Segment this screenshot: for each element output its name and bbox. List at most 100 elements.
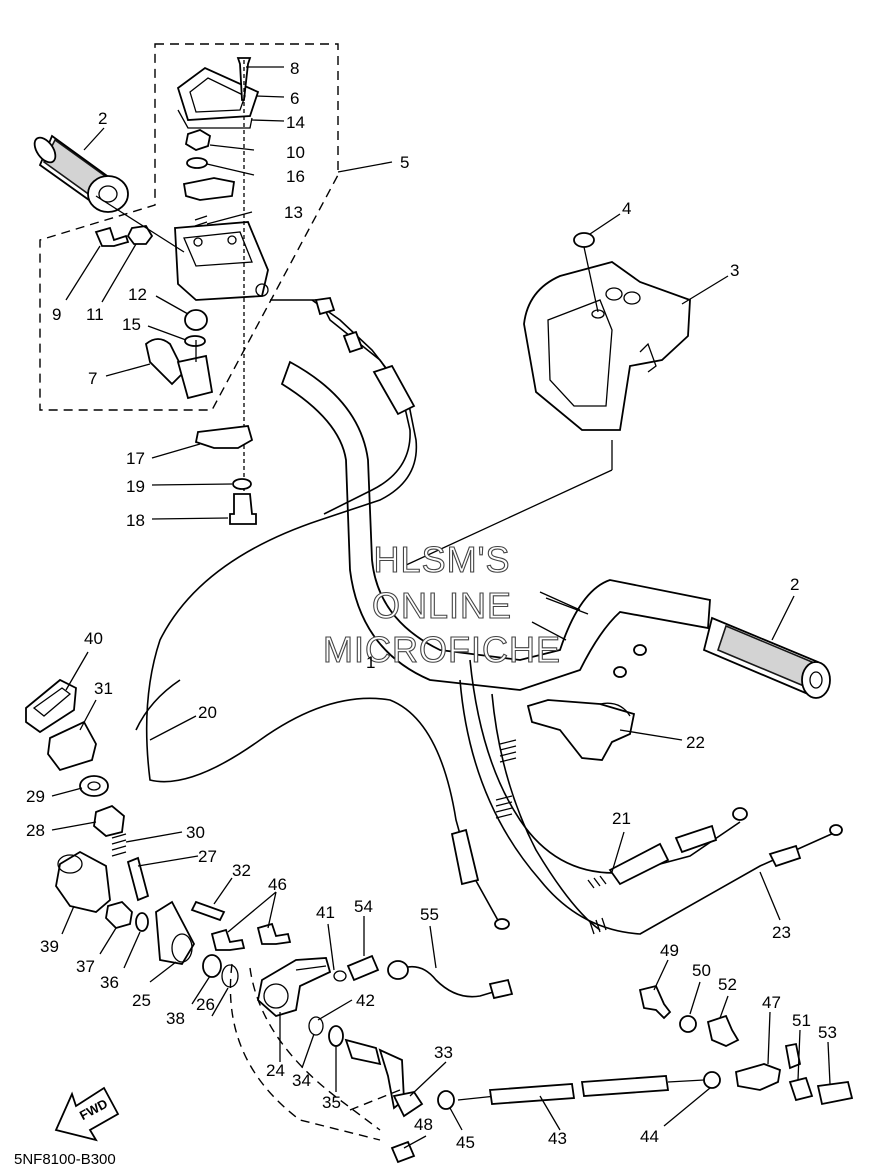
cable-23 bbox=[459, 679, 837, 935]
callout-51: 51 bbox=[792, 1011, 811, 1030]
fitting-25 bbox=[155, 900, 196, 965]
cap-40 bbox=[25, 678, 77, 734]
clip-41 bbox=[333, 970, 347, 982]
cable-55 bbox=[397, 965, 501, 998]
bracket-47-arm bbox=[784, 1042, 802, 1070]
callout-13: 13 bbox=[284, 203, 303, 222]
cover-pointer bbox=[583, 246, 599, 313]
callout-11: 11 bbox=[86, 305, 104, 324]
callout-12: 12 bbox=[128, 285, 147, 304]
fwd-arrow: FWD bbox=[54, 1086, 120, 1142]
callout-32: 32 bbox=[232, 861, 251, 880]
cable-brake bbox=[491, 693, 601, 931]
callout-24: 24 bbox=[266, 1061, 285, 1080]
callout-34: 34 bbox=[292, 1071, 311, 1090]
callout-30: 30 bbox=[186, 823, 205, 842]
lever-plate bbox=[182, 177, 236, 201]
callout-45: 45 bbox=[456, 1133, 475, 1152]
bracket-47 bbox=[734, 1063, 782, 1091]
callout-48: 48 bbox=[414, 1115, 433, 1134]
link-dashed-2 bbox=[249, 967, 381, 1131]
cap-4 bbox=[573, 232, 595, 248]
bolt-9 bbox=[94, 226, 130, 247]
callout-28: 28 bbox=[26, 821, 45, 840]
callout-10: 10 bbox=[286, 143, 305, 162]
washer-44 bbox=[703, 1071, 721, 1089]
cap-40-top bbox=[32, 687, 72, 717]
callout-43: 43 bbox=[548, 1129, 567, 1148]
callout-41: 41 bbox=[316, 903, 335, 922]
callout-6: 6 bbox=[290, 89, 299, 108]
callout-26: 26 bbox=[196, 995, 215, 1014]
watermark-line-3: MICROFICHE bbox=[323, 629, 561, 670]
callout-9: 9 bbox=[52, 305, 61, 324]
callout-55: 55 bbox=[420, 905, 439, 924]
watermark-line-2: ONLINE bbox=[372, 585, 512, 626]
callout-29: 29 bbox=[26, 787, 45, 806]
bolt-18 bbox=[229, 493, 257, 525]
nut-10 bbox=[184, 129, 212, 151]
bolt-46b bbox=[256, 922, 292, 945]
callout-2-left: 2 bbox=[98, 109, 107, 128]
callout-16: 16 bbox=[286, 167, 305, 186]
callout-20: 20 bbox=[198, 703, 217, 722]
screw-48 bbox=[390, 1140, 416, 1164]
throttle-housing bbox=[174, 221, 269, 301]
clip-34 bbox=[308, 1016, 324, 1036]
assembly-boundary bbox=[39, 43, 339, 411]
callout-37: 37 bbox=[76, 957, 95, 976]
part-29 bbox=[79, 775, 109, 797]
cable-43-rod bbox=[457, 1095, 497, 1101]
pin-27 bbox=[126, 856, 150, 902]
callout-21: 21 bbox=[612, 809, 631, 828]
callout-25: 25 bbox=[132, 991, 151, 1010]
cable-43-b bbox=[580, 1075, 670, 1097]
watermark: HLSM'S ONLINE MICROFICHE bbox=[322, 538, 561, 670]
callout-8: 8 bbox=[290, 59, 299, 78]
cable-43 bbox=[488, 1083, 576, 1105]
washer-45 bbox=[437, 1090, 455, 1110]
callout-5: 5 bbox=[400, 153, 409, 172]
callout-47: 47 bbox=[762, 993, 781, 1012]
bolt-49 bbox=[638, 984, 672, 1020]
pin-32 bbox=[190, 900, 226, 922]
leader-lines bbox=[51, 66, 831, 1149]
washer-38 bbox=[202, 954, 222, 978]
callout-19: 19 bbox=[126, 477, 145, 496]
callout-27: 27 bbox=[198, 847, 217, 866]
cable-20-end bbox=[314, 297, 510, 930]
callout-2-right: 2 bbox=[790, 575, 799, 594]
handlebar-cover-3 bbox=[523, 261, 691, 431]
bolt-54 bbox=[346, 954, 380, 982]
linkage-24 bbox=[257, 957, 332, 1018]
washer-50 bbox=[679, 1015, 697, 1033]
clamp-52 bbox=[706, 1014, 740, 1047]
clamp-17 bbox=[194, 425, 254, 449]
callout-4: 4 bbox=[622, 199, 631, 218]
callout-18: 18 bbox=[126, 511, 145, 530]
callout-23: 23 bbox=[772, 923, 791, 942]
cable-43-thread bbox=[667, 1079, 705, 1083]
nut-28 bbox=[93, 804, 125, 837]
callout-14: 14 bbox=[286, 113, 305, 132]
callout-49: 49 bbox=[660, 941, 679, 960]
callout-7: 7 bbox=[88, 369, 97, 388]
clip-51 bbox=[788, 1076, 814, 1102]
spring-13 bbox=[194, 215, 208, 239]
callout-44: 44 bbox=[640, 1127, 659, 1146]
callout-40: 40 bbox=[84, 629, 103, 648]
cable-end-upper bbox=[633, 644, 647, 656]
housing-39 bbox=[55, 850, 111, 913]
cable-springs bbox=[495, 739, 517, 819]
cable-20-lower bbox=[135, 679, 181, 731]
cover-31 bbox=[47, 720, 97, 772]
callout-54: 54 bbox=[354, 897, 373, 916]
callout-52: 52 bbox=[718, 975, 737, 994]
washer-19 bbox=[232, 478, 252, 490]
callout-46: 46 bbox=[268, 875, 287, 894]
left-grip bbox=[33, 134, 129, 213]
handlebar-1 bbox=[280, 360, 711, 691]
spring-30 bbox=[111, 833, 127, 857]
callout-17: 17 bbox=[126, 449, 145, 468]
callout-1: 1 bbox=[366, 653, 375, 672]
